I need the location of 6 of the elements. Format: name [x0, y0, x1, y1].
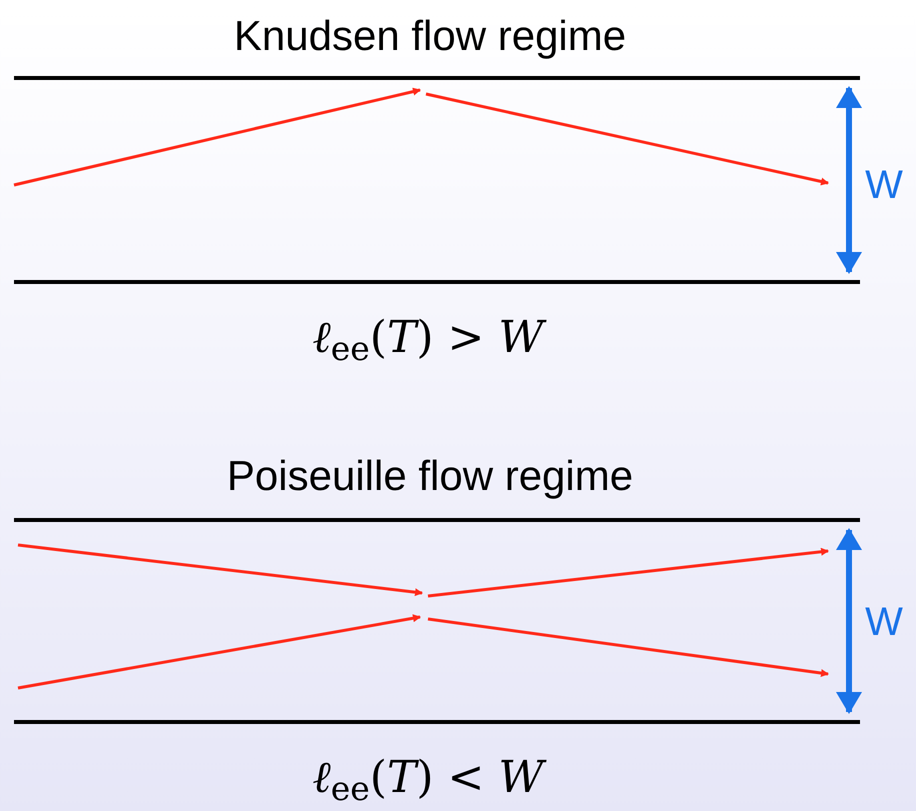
regime-title: Knudsen flow regime	[234, 15, 626, 57]
regime-title: Poiseuille flow regime	[226, 455, 634, 497]
condition-formula: ℓ$_{ee}$(T) < W	[312, 756, 544, 800]
condition-formula: ℓ$_{ee}$(T) > W	[312, 316, 544, 360]
width-label: W	[865, 165, 903, 205]
width-label: W	[865, 602, 903, 642]
